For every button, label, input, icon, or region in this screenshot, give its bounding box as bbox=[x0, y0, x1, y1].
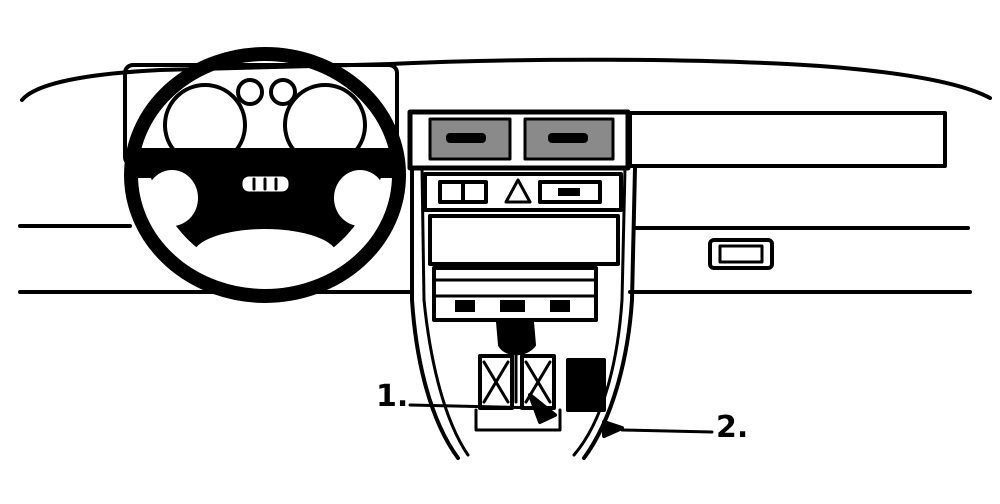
callout-2-label: 2. bbox=[716, 410, 749, 445]
mount-bracket bbox=[566, 358, 606, 412]
vent-left bbox=[428, 117, 512, 161]
glovebox-handle-inner bbox=[718, 244, 764, 264]
steering-hole-right bbox=[334, 170, 386, 226]
vent-right-slot bbox=[548, 133, 588, 143]
center-console-outline-right bbox=[582, 166, 637, 460]
radio-slot bbox=[428, 214, 620, 266]
steering-wheel bbox=[124, 47, 406, 303]
climate-panel bbox=[432, 266, 598, 322]
glovebox-handle bbox=[708, 238, 774, 270]
dashboard-top-outline bbox=[20, 57, 992, 102]
steering-hole-bottom bbox=[193, 229, 337, 281]
steering-hole-left bbox=[146, 170, 198, 226]
passenger-panel bbox=[628, 111, 947, 168]
gear-knob bbox=[496, 320, 536, 356]
callout-1-label: 1. bbox=[376, 379, 409, 414]
callout-1-leader bbox=[408, 403, 542, 410]
switch-right bbox=[538, 180, 602, 204]
callout-2-leader bbox=[620, 428, 714, 434]
switch-panel bbox=[423, 172, 623, 212]
hazard-icon bbox=[504, 178, 532, 204]
warning-light-left bbox=[236, 78, 264, 106]
vent-left-slot bbox=[446, 133, 486, 143]
warning-light-right bbox=[269, 78, 297, 106]
center-console-outline bbox=[410, 166, 460, 460]
